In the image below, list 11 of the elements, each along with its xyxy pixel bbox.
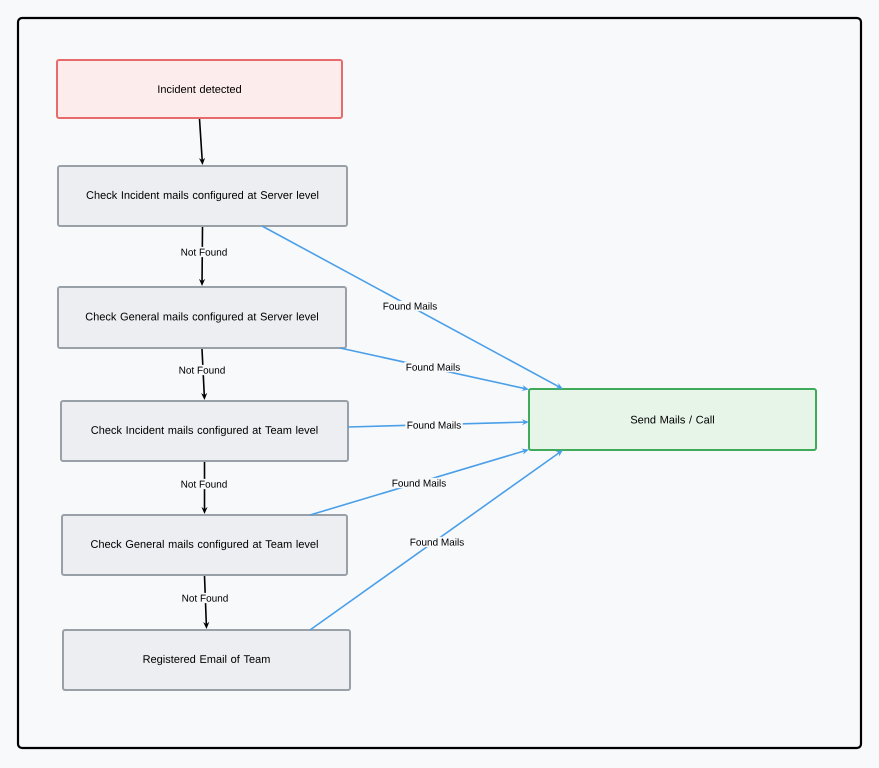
edge-label: Not Found [179,246,229,258]
process-box: Check General mails configured at Server level [57,286,347,349]
process-box: Check Incident mails configured at Server level [57,165,348,227]
edge-label: Not Found [177,364,227,376]
process-box: Registered Email of Team [62,629,351,691]
alert-box: Incident detected [56,59,343,119]
process-box: Check Incident mails configured at Team level [60,400,349,462]
result-box: Send Mails / Call [528,388,817,451]
process-box: Check General mails configured at Team level [61,514,348,576]
edge-label: Not Found [179,478,229,490]
edge-label: Not Found [180,592,230,604]
